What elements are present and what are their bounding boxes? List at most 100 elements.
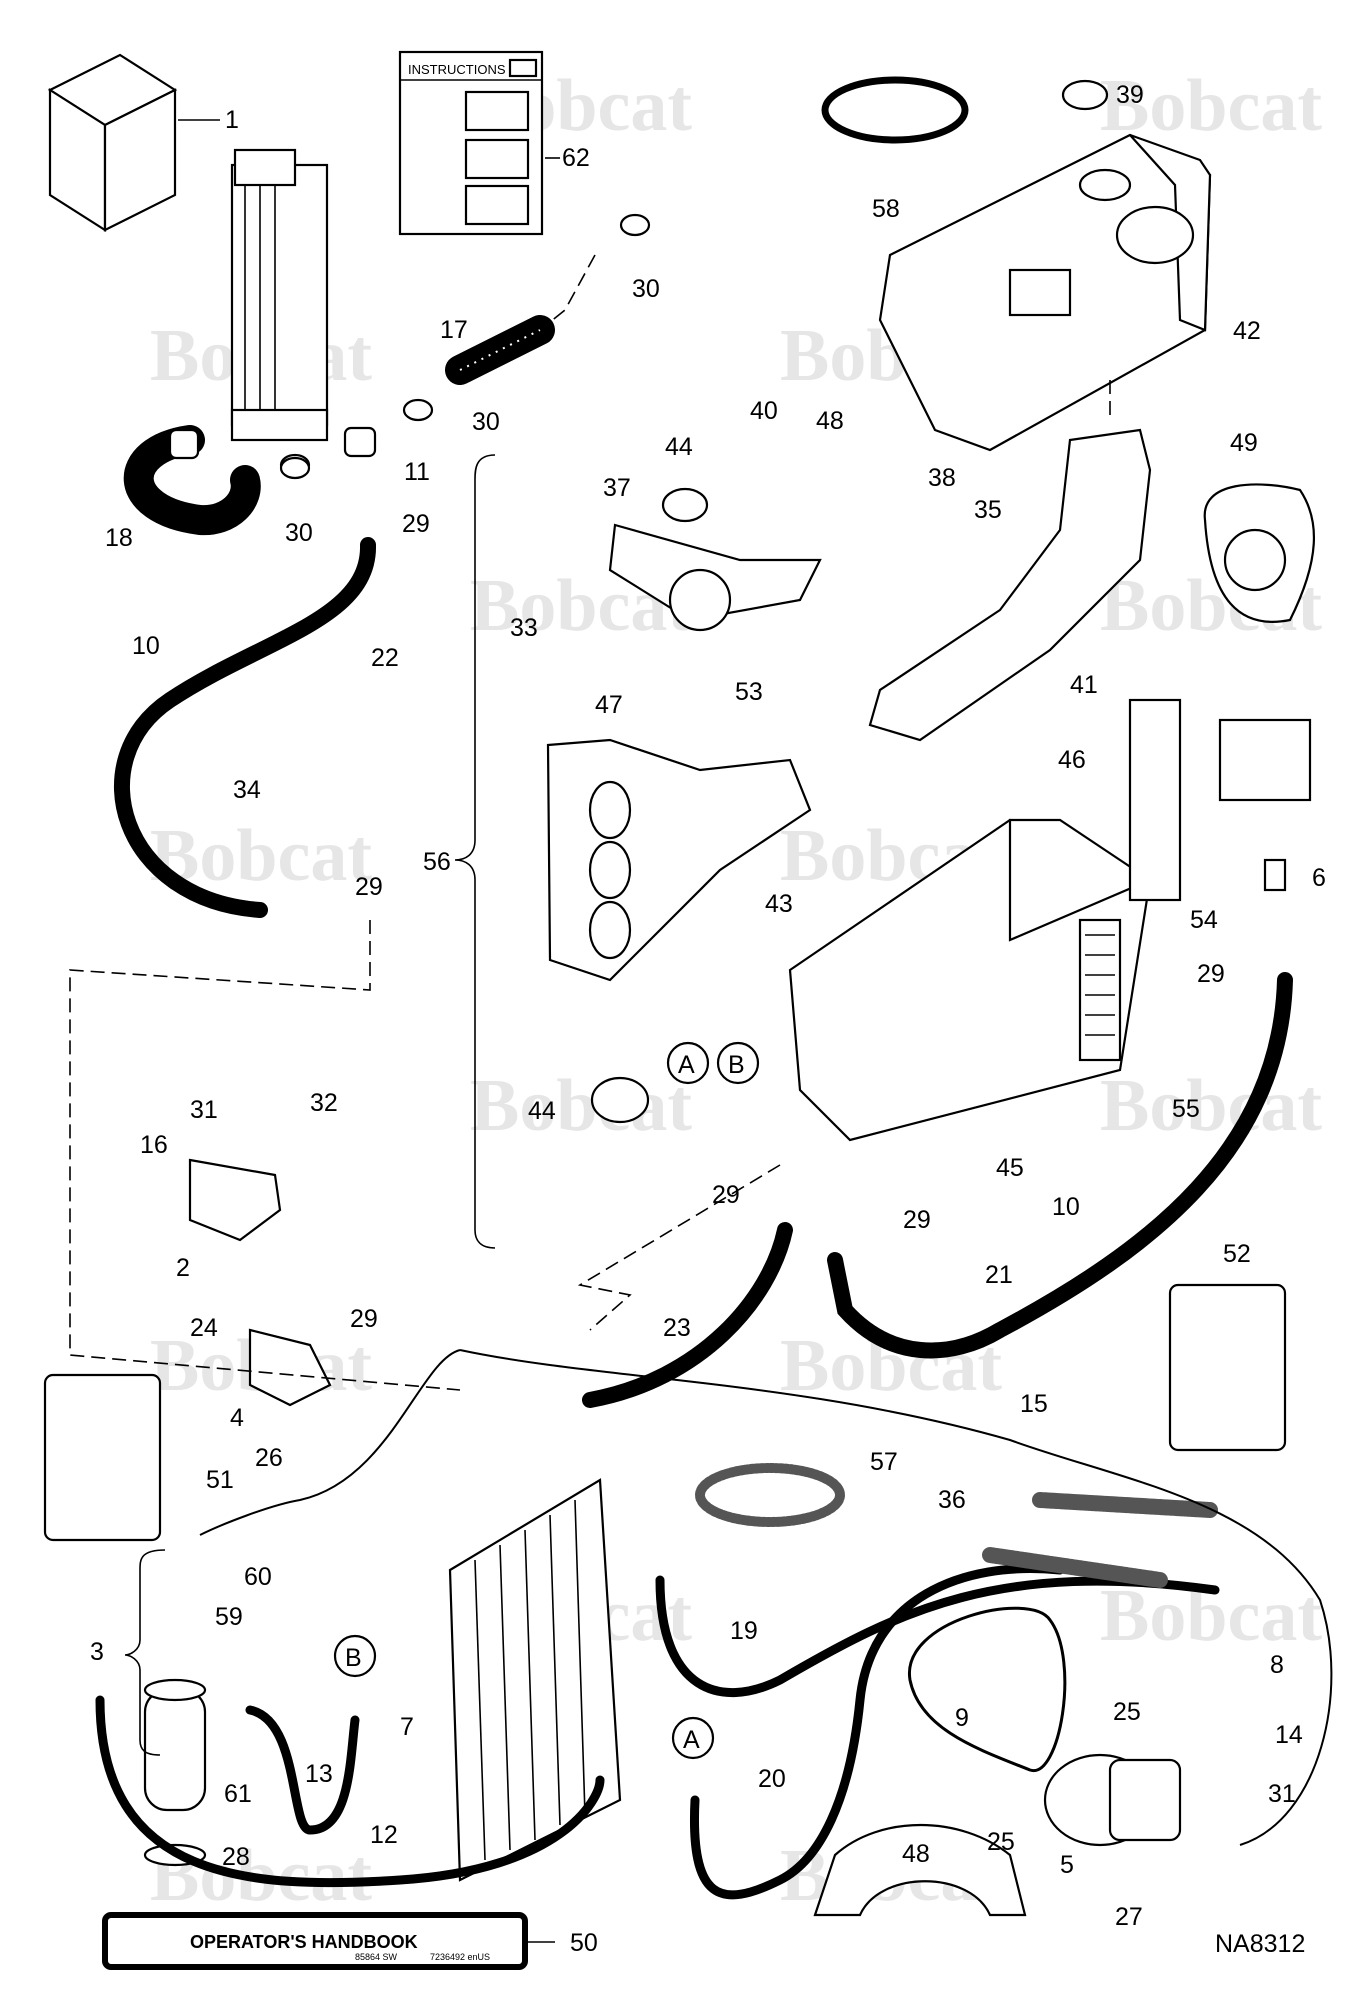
part-number: 30: [285, 519, 313, 547]
hose-19: [655, 1575, 1220, 1697]
part-46-foam: [1128, 698, 1182, 902]
part-number: 29: [1197, 960, 1225, 988]
part-62-instructions: INSTRUCTIONS: [398, 50, 560, 236]
part-number: 48: [902, 1840, 930, 1868]
part-number: 58: [872, 195, 900, 223]
part-number: 34: [233, 776, 261, 804]
handbook-code-left: 85864 SW: [355, 1952, 398, 1962]
part-number: 31: [190, 1096, 218, 1124]
part-number: 38: [928, 464, 956, 492]
dash-line: [577, 1164, 781, 1331]
callout-a: A: [678, 1051, 695, 1079]
part-number: 49: [1230, 429, 1258, 457]
part-number: 10: [132, 632, 160, 660]
part-number: 62: [562, 144, 590, 172]
callout-a-circle: A: [666, 1041, 710, 1085]
part-1-box: [47, 53, 220, 233]
watermark: Bobcat: [1100, 65, 1322, 147]
part-number: 52: [1223, 1240, 1251, 1268]
callout-b: B: [728, 1051, 745, 1079]
hose-21: [827, 972, 1293, 1359]
part-number: 27: [1115, 1903, 1143, 1931]
part-number: 61: [224, 1780, 252, 1808]
part-number: 3: [90, 1638, 104, 1666]
part-number: 55: [1172, 1095, 1200, 1123]
part-number: 20: [758, 1765, 786, 1793]
part-16-bracket: [188, 1158, 332, 1407]
handbook-label: OPERATOR'S HANDBOOK: [190, 1932, 418, 1952]
part-number: 12: [370, 1821, 398, 1849]
part-number: 56: [423, 848, 451, 876]
hose-17: [445, 315, 555, 385]
part-number: 46: [1058, 746, 1086, 774]
part-number: 39: [1116, 81, 1144, 109]
part-number: 54: [1190, 906, 1218, 934]
part-number: 4: [230, 1404, 244, 1432]
part-number: 18: [105, 524, 133, 552]
part-9-belt: [908, 1606, 1067, 1772]
callout-a: A: [683, 1726, 700, 1754]
part-number: 60: [244, 1563, 272, 1591]
hose-23: [582, 1222, 793, 1408]
part-number: 35: [974, 496, 1002, 524]
part-51-label: [43, 1373, 162, 1542]
part-number: 29: [903, 1206, 931, 1234]
part-57-coil: [695, 1463, 845, 1527]
part-number: 51: [206, 1466, 234, 1494]
hose-20: [689, 1564, 1065, 1900]
callout-b-circle: B: [716, 1041, 760, 1085]
part-number: 23: [663, 1314, 691, 1342]
hose-36: [1032, 1492, 1218, 1518]
figure-id: NA8312: [1215, 1930, 1305, 1958]
wire-15: [459, 1349, 1333, 1846]
part-number: 17: [440, 316, 468, 344]
part-number: 1: [225, 106, 239, 134]
part-number: 21: [985, 1261, 1013, 1289]
part-number: 31: [1268, 1780, 1296, 1808]
part-number: 11: [404, 458, 430, 486]
part-44-grommet: [661, 487, 709, 523]
part-number: 40: [750, 397, 778, 425]
part-number: 25: [1113, 1698, 1141, 1726]
callout-b-circle: B: [333, 1634, 377, 1678]
part-58-hose-coil: [821, 76, 969, 144]
part-37-flap: [608, 523, 822, 632]
part-number: 32: [310, 1089, 338, 1117]
callout-a-circle: A: [671, 1716, 715, 1760]
part-11-heater-core: [230, 148, 329, 442]
part-number: 44: [665, 433, 693, 461]
part-52-label: [1168, 1283, 1287, 1452]
part-number: 2: [176, 1254, 190, 1282]
part-number: 13: [305, 1760, 333, 1788]
hose-36: [982, 1547, 1168, 1588]
part-number: 28: [222, 1843, 250, 1871]
part-number: 14: [1275, 1721, 1303, 1749]
part-number: 47: [595, 691, 623, 719]
part-number: 7: [400, 1713, 414, 1741]
watermark: Bobcat: [1100, 1065, 1322, 1147]
part-number: 5: [1060, 1851, 1074, 1879]
part-41-duct: [868, 428, 1152, 742]
hose-18: [123, 425, 377, 536]
part-number: 50: [570, 1929, 598, 1957]
part-number: 15: [1020, 1390, 1048, 1418]
part-50-handbook: OPERATOR'S HANDBOOK 85864 SW 7236492 enU…: [102, 1912, 555, 1970]
hose-12: [95, 1695, 605, 1888]
part-number: 33: [510, 614, 538, 642]
instructions-label: INSTRUCTIONS: [408, 62, 506, 77]
part-number: 45: [996, 1154, 1024, 1182]
part-49-label: [1203, 483, 1315, 623]
part-number: 6: [1312, 864, 1326, 892]
part-number: 30: [472, 408, 500, 436]
part-6-water-valve: [1218, 718, 1312, 892]
part-number: 16: [140, 1131, 168, 1159]
clamp-30: [279, 213, 651, 480]
part-number: 43: [765, 890, 793, 918]
part-number: 29: [350, 1305, 378, 1333]
part-39-grommet: [1061, 79, 1109, 111]
hose-22: [113, 537, 377, 918]
part-number: 36: [938, 1486, 966, 1514]
part-number: 25: [987, 1828, 1015, 1856]
part-number: 44: [528, 1097, 556, 1125]
